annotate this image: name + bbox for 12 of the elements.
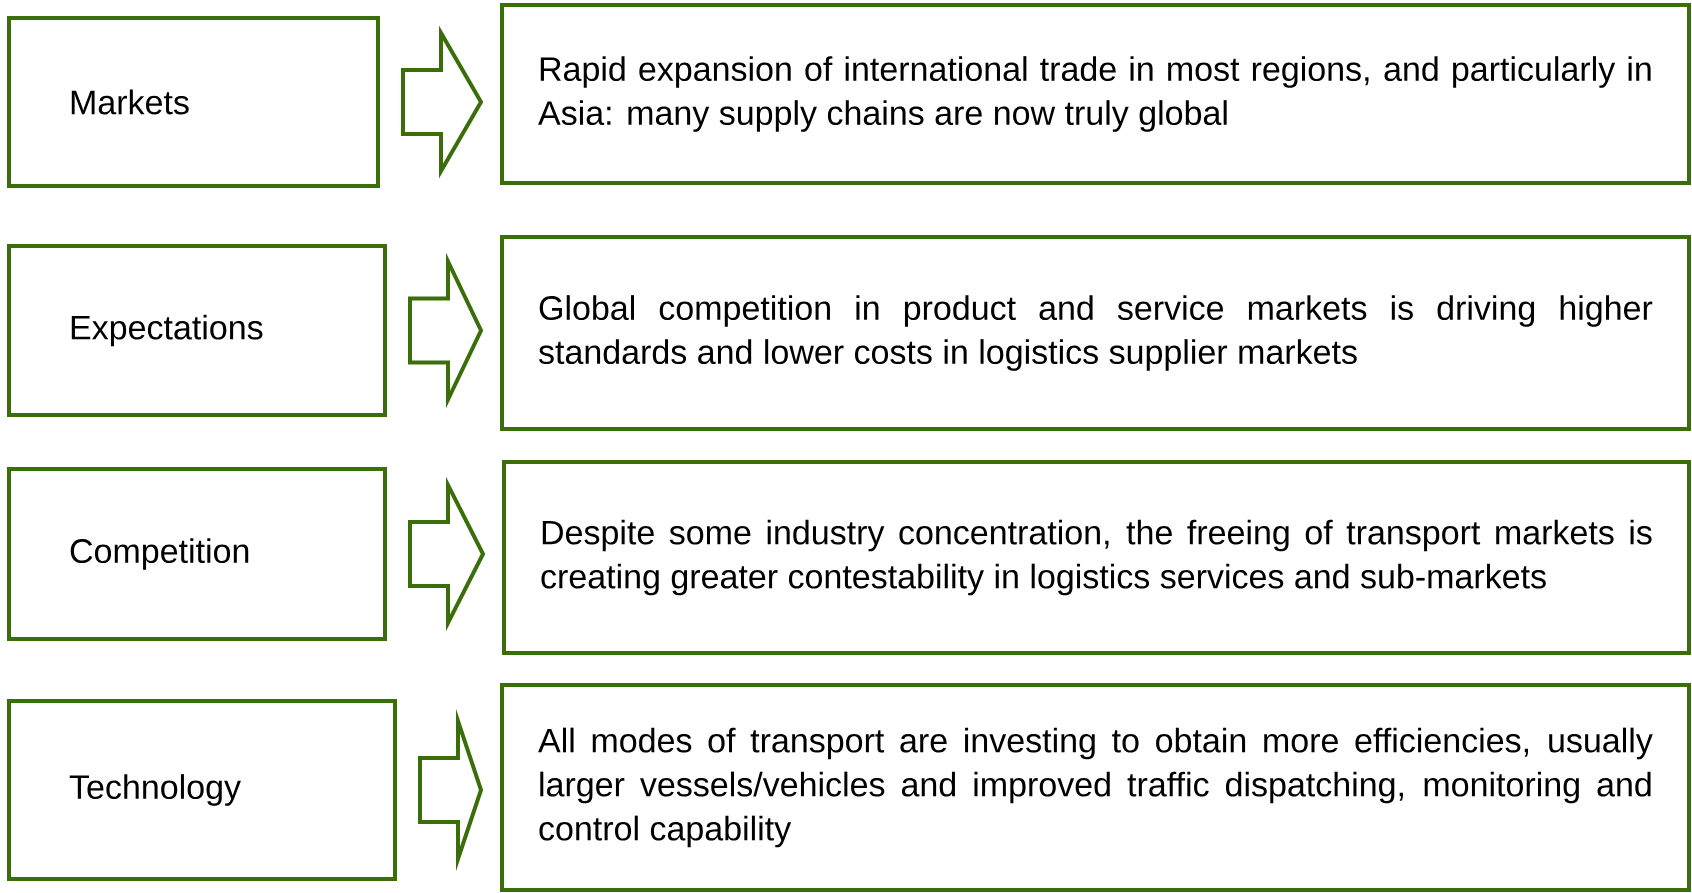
description-box: Global competition in product and service markets is driving higher standards and lower costs in logistics supplier markets xyxy=(500,235,1691,431)
block-arrow xyxy=(408,476,486,632)
factor-box: Competition xyxy=(7,467,387,641)
block-arrow xyxy=(401,25,484,179)
block-arrow xyxy=(408,252,484,409)
block-arrow xyxy=(418,708,484,872)
description-box: Despite some industry concentration, the freeing of transport markets is creating greater contestability in logistics services and sub-markets xyxy=(502,460,1691,655)
description-box: Rapid expansion of international trade in most regions, and particularly in Asia: many supply chains are now truly global xyxy=(500,3,1691,185)
factor-box: Markets xyxy=(7,16,380,188)
description-box: All modes of transport are investing to obtain more efficiencies, usually larger vessels/vehicles and improved traffic dispatching, monitoring and control capability xyxy=(500,683,1691,892)
factor-box: Technology xyxy=(7,699,397,881)
factor-box: Expectations xyxy=(7,244,387,417)
